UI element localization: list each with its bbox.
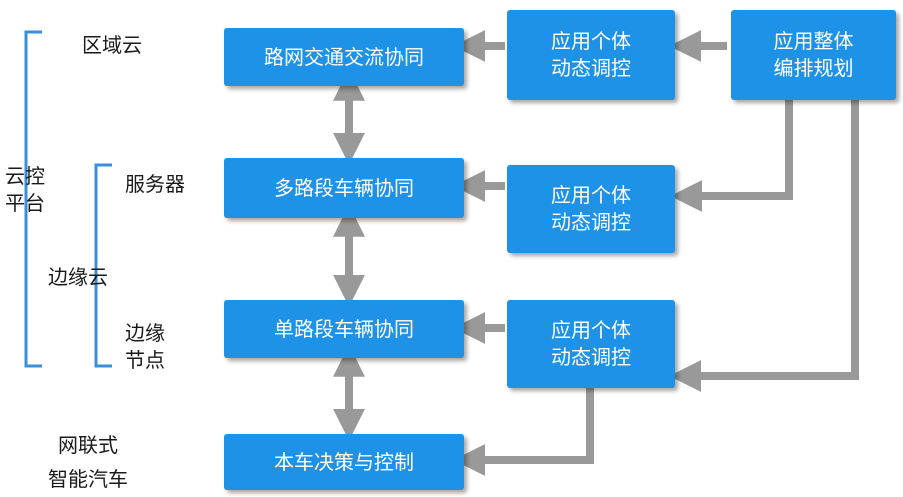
box-app-dynamic-control-1: 应用个体 动态调控 xyxy=(507,10,675,100)
label-region-cloud: 区域云 xyxy=(82,33,142,57)
label-connected-vehicle: 网联式 智能汽车 xyxy=(48,433,128,491)
inner-bracket xyxy=(94,163,112,368)
arrow-orch-to-app2 xyxy=(670,100,793,212)
label-edge-cloud: 边缘云 xyxy=(48,265,108,289)
box-app-dynamic-control-2: 应用个体 动态调控 xyxy=(507,165,675,253)
label-server: 服务器 xyxy=(125,172,185,196)
outer-bracket xyxy=(24,30,42,368)
box-single-segment-coordination: 单路段车辆协同 xyxy=(224,300,464,358)
box-multi-segment-coordination: 多路段车辆协同 xyxy=(224,158,464,218)
box-app-dynamic-control-3: 应用个体 动态调控 xyxy=(507,300,675,388)
arrow-orch-to-app3 xyxy=(669,100,859,392)
box-road-network-coordination: 路网交通交流协同 xyxy=(224,28,464,86)
arrow-app3-to-vehicle xyxy=(453,388,594,476)
label-edge-node: 边缘 节点 xyxy=(125,321,165,372)
box-app-orchestration-planning: 应用整体 编排规划 xyxy=(731,10,896,100)
label-cloud-platform: 云控 平台 xyxy=(5,164,45,215)
box-vehicle-decision-control: 本车决策与控制 xyxy=(224,434,464,490)
